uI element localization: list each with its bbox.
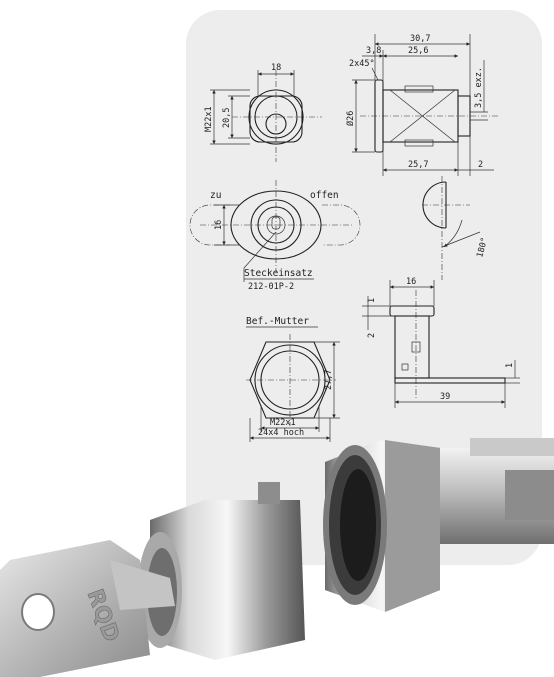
lock-cylinder: [138, 482, 305, 660]
side-gap-dim: 2: [478, 160, 483, 170]
label-open: offen: [310, 190, 339, 201]
side-flange-dim: 3,8: [366, 46, 381, 56]
lever-view: 16 1 2 39 1: [362, 277, 520, 408]
front-width-dim: 18: [271, 63, 281, 73]
key-height-dim: 16: [214, 220, 224, 230]
front-thread-dim: M22x1: [204, 106, 214, 132]
nut-view: Bef.-Mutter 27,7 M22x1 24x4 hoch: [246, 316, 340, 442]
side-body-dim: 25,6: [408, 46, 428, 56]
lever-width-dim: 16: [406, 277, 416, 287]
lever-top-a-dim: 1: [367, 298, 377, 303]
lever-top-b-dim: 2: [367, 333, 377, 338]
side-bottom-length-dim: 25,7: [408, 160, 428, 170]
insert-part-number: 212-01P-2: [248, 282, 294, 292]
lever-length-dim: 39: [440, 392, 450, 402]
nut-title: Bef.-Mutter: [246, 316, 309, 327]
insert-name: Steckeinsatz: [244, 268, 313, 279]
key: RQD: [0, 540, 175, 677]
side-view: 30,7 25,6 3,8 2x45° Ø26 3,5 exz. 25,7 2: [345, 34, 500, 176]
nut-thread-dim: M22x1: [270, 418, 296, 428]
key-view: 16 zu offen Steckeinsatz 212-01P-2: [189, 180, 361, 292]
nut-height-dim: 27,7: [324, 370, 334, 390]
product-photo: RQD: [0, 438, 554, 677]
side-overall-dim: 30,7: [410, 34, 430, 44]
lever-thickness-dim: 1: [505, 363, 515, 368]
side-chamfer-dim: 2x45°: [349, 59, 375, 69]
label-closed: zu: [210, 190, 221, 201]
front-height-dim: 20,5: [222, 108, 232, 128]
front-view: 18 M22x1 20,5: [204, 63, 322, 162]
side-diameter-dim: Ø26: [345, 111, 356, 126]
nut-size-dim: 24x4 hoch: [258, 428, 304, 438]
lock-housing: [323, 438, 554, 612]
side-eccentric-dim: 3,5 exz.: [474, 67, 484, 108]
